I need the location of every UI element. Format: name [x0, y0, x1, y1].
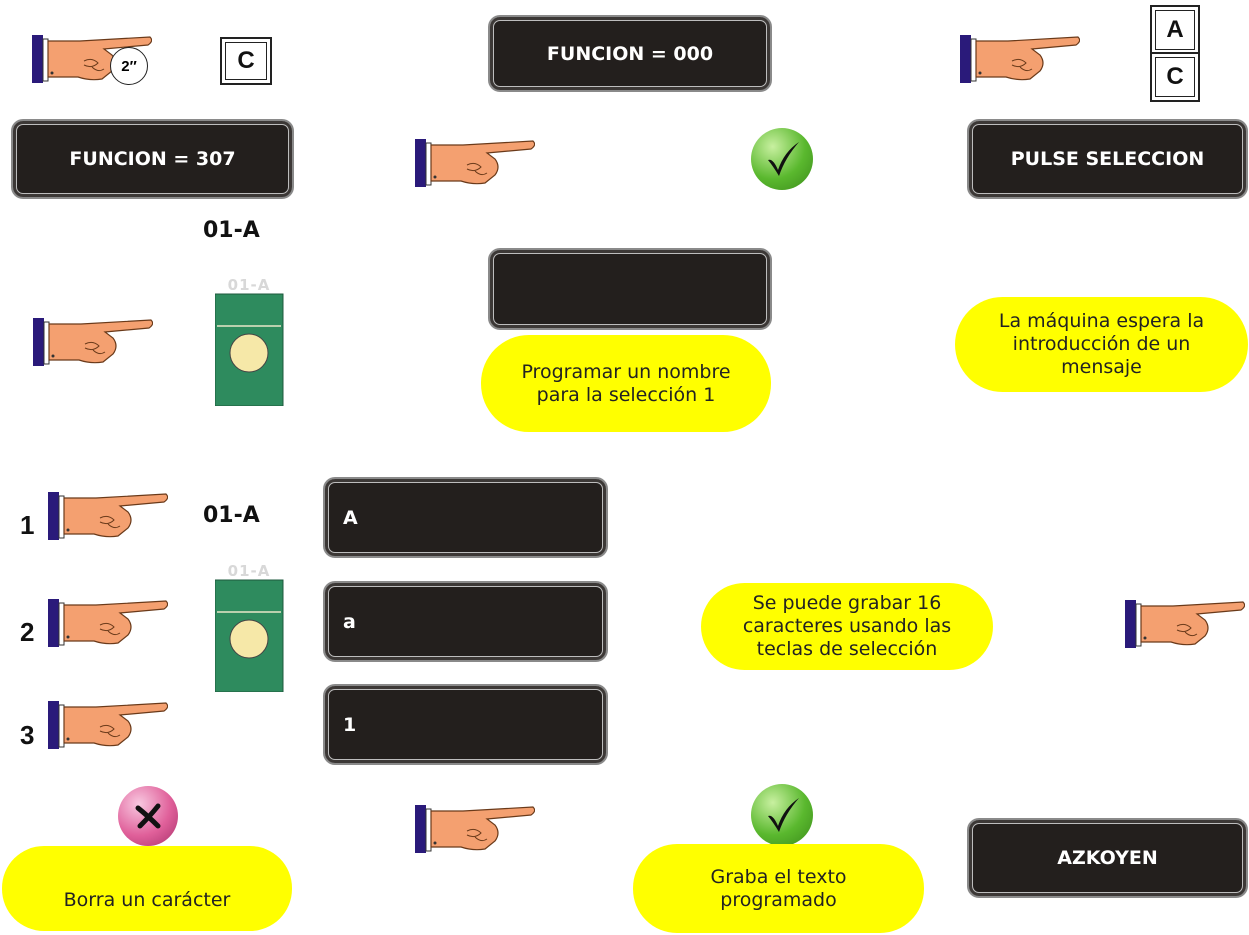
display-text: FUNCION = 000: [546, 42, 714, 65]
selection-label: 01-A: [203, 218, 260, 243]
pointing-hand-icon: [415, 138, 535, 187]
display-char-upper: A: [323, 477, 608, 558]
display-char-lower: a: [323, 581, 608, 662]
selection-label: 01-A: [203, 503, 260, 528]
pointing-hand-icon: [33, 317, 153, 366]
pointing-hand-icon: [48, 598, 168, 647]
c-key[interactable]: C: [1150, 52, 1200, 102]
display-empty: [488, 248, 772, 330]
display-azkoyen: AZKOYEN: [967, 818, 1248, 898]
confirm-check-icon[interactable]: [751, 128, 813, 190]
bubble-save-text: Graba el texto programado: [633, 844, 924, 933]
display-text: AZKOYEN: [1057, 847, 1158, 869]
button-top-label: 01-A: [227, 276, 271, 294]
pointing-hand-icon: [48, 491, 168, 540]
display-text: A: [343, 506, 358, 529]
display-text: FUNCION = 307: [69, 148, 236, 170]
pointing-hand-icon: [415, 804, 535, 853]
selection-button-01a[interactable]: 01-A: [215, 562, 285, 692]
display-funcion-307: FUNCION = 307: [11, 119, 294, 199]
cancel-x-icon[interactable]: [118, 786, 178, 846]
pointing-hand-icon: [960, 34, 1080, 83]
selection-key-icon: [215, 293, 284, 406]
button-top-label: 01-A: [227, 562, 271, 580]
selection-button-01a[interactable]: 01-A: [215, 276, 285, 406]
bubble-delete-char: Borra un carácter: [2, 846, 292, 931]
display-text: PULSE SELECCION: [1010, 148, 1205, 170]
bubble-machine-waits: La máquina espera la introducción de un …: [955, 297, 1248, 392]
step-number: 1: [20, 510, 35, 540]
confirm-check-icon[interactable]: [751, 784, 813, 846]
a-key-label: A: [1155, 10, 1195, 50]
bubble-program-name: Programar un nombre para la selección 1: [481, 335, 771, 432]
step-number: 3: [20, 720, 35, 750]
step-number: 2: [20, 617, 35, 647]
c-key[interactable]: C: [220, 37, 272, 85]
display-char-digit: 1: [323, 684, 608, 765]
pointing-hand-icon: [48, 700, 168, 749]
timer-badge: 2″: [110, 47, 148, 85]
display-text: a: [343, 610, 356, 633]
selection-key-icon: [215, 579, 284, 692]
display-funcion-000: FUNCION = 000: [488, 15, 772, 92]
a-key[interactable]: A: [1150, 5, 1200, 55]
c-key-label: C: [1155, 57, 1195, 97]
c-key-label: C: [225, 42, 267, 80]
bubble-sixteen-chars: Se puede grabar 16 caracteres usando las…: [701, 583, 993, 670]
display-text: 1: [343, 713, 357, 736]
display-pulse-seleccion: PULSE SELECCION: [967, 119, 1248, 199]
pointing-hand-icon: [1125, 599, 1245, 648]
